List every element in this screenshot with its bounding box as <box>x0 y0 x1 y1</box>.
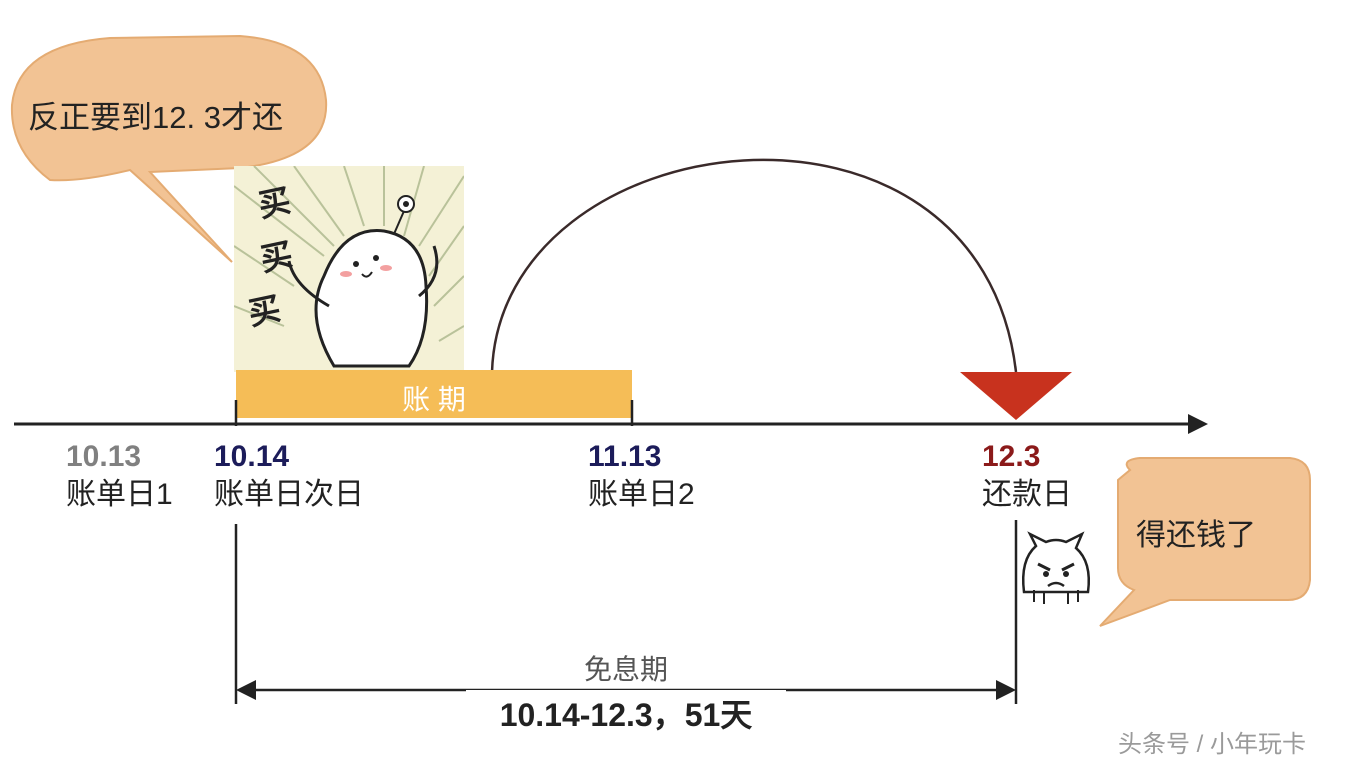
date-day-after-billing: 10.14 <box>214 440 290 473</box>
payment-arc <box>490 158 1018 373</box>
speech-bubble-left-text: 反正要到12. 3才还 <box>28 100 283 135</box>
billing-period-bar <box>236 370 632 418</box>
label-repayment-day: 还款日 <box>982 478 1072 511</box>
label-billing-day-2: 账单日2 <box>588 478 695 511</box>
billing-period-label: 账 期 <box>402 384 466 415</box>
grace-arrow-right <box>996 680 1016 700</box>
label-billing-day-1: 账单日1 <box>66 478 173 511</box>
date-repayment-day: 12.3 <box>982 440 1041 473</box>
excited-creature-illustration <box>233 165 465 372</box>
speech-bubble-right-text: 得还钱了 <box>1136 519 1256 552</box>
date-billing-day-2: 11.13 <box>588 440 662 473</box>
grace-period-range: 10.14-12.3，51天 <box>466 690 786 736</box>
repayment-marker <box>960 372 1072 420</box>
watermark: 头条号 / 小年玩卡 <box>1118 731 1307 758</box>
angry-face-icon <box>1016 530 1096 610</box>
timeline-arrowhead <box>1188 414 1208 434</box>
shopping-cartoon-panel <box>233 165 465 372</box>
date-billing-day-1: 10.13 <box>66 440 142 473</box>
grace-arrow-left <box>236 680 256 700</box>
grace-period-title: 免息期 <box>583 654 668 685</box>
label-day-after-billing: 账单日次日 <box>214 478 364 511</box>
speech-bubble-right-shape <box>1099 457 1311 627</box>
speech-bubble-left-shape <box>10 34 328 263</box>
speech-bubble-right <box>1090 450 1320 630</box>
speech-bubble-left <box>0 0 360 280</box>
